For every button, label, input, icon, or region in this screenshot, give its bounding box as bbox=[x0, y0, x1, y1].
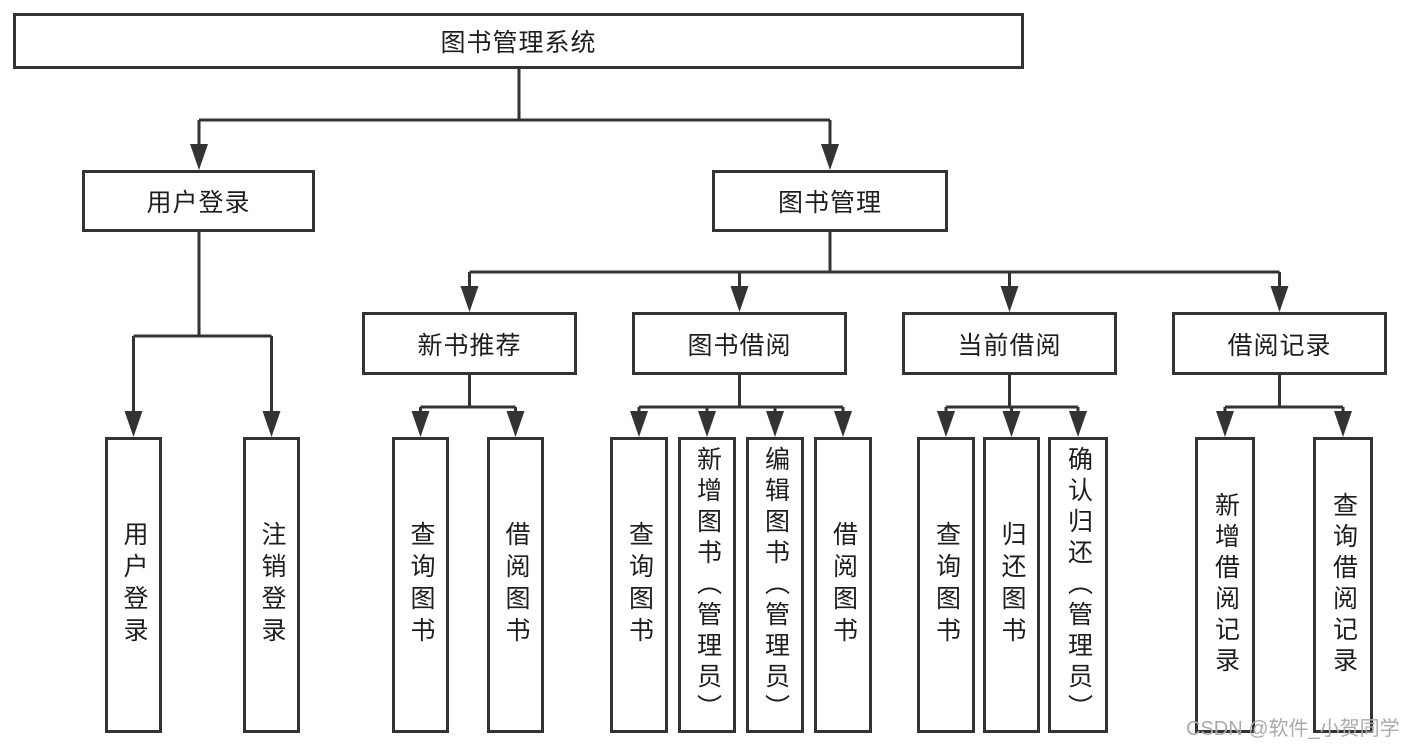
node-library-system-label: 图书管理系统 bbox=[440, 29, 597, 57]
leaf-confirm-return-admin: 确认归还（管理员） bbox=[1048, 437, 1108, 733]
node-user-login-label: 用户登录 bbox=[146, 189, 251, 217]
node-user-login: 用户登录 bbox=[82, 170, 315, 232]
leaf-return-books-label: 归还图书 bbox=[998, 521, 1026, 649]
leaf-query-books-current: 查询图书 bbox=[917, 437, 975, 733]
leaf-query-borrow-record-label: 查询借阅记录 bbox=[1329, 492, 1358, 678]
leaf-query-books-recommend-label: 查询图书 bbox=[407, 521, 435, 649]
node-book-management: 图书管理 bbox=[712, 170, 948, 232]
leaf-query-borrow-record: 查询借阅记录 bbox=[1313, 437, 1373, 733]
leaf-add-borrow-record: 新增借阅记录 bbox=[1195, 437, 1255, 733]
leaf-user-login-label: 用户登录 bbox=[120, 521, 148, 649]
leaf-borrow-books-recommend: 借阅图书 bbox=[487, 437, 544, 733]
leaf-logout-label: 注销登录 bbox=[258, 521, 286, 649]
leaf-query-books-borrow-label: 查询图书 bbox=[625, 521, 654, 649]
csdn-watermark: CSDN @软件_小贺同学 bbox=[1186, 718, 1400, 740]
node-book-management-label: 图书管理 bbox=[777, 189, 882, 217]
leaf-add-borrow-record-label: 新增借阅记录 bbox=[1211, 492, 1240, 678]
leaf-edit-books-admin: 编辑图书（管理员） bbox=[746, 437, 804, 733]
leaf-add-books-admin: 新增图书（管理员） bbox=[678, 437, 736, 733]
leaf-query-books-current-label: 查询图书 bbox=[932, 521, 961, 649]
leaf-user-login: 用户登录 bbox=[105, 437, 162, 733]
leaf-query-books-borrow: 查询图书 bbox=[610, 437, 668, 733]
leaf-query-books-recommend: 查询图书 bbox=[392, 437, 449, 733]
leaf-borrow-books-recommend-label: 借阅图书 bbox=[502, 521, 530, 649]
node-book-borrow: 图书借阅 bbox=[632, 312, 847, 375]
node-borrow-records: 借阅记录 bbox=[1172, 312, 1387, 375]
node-new-book-recommend: 新书推荐 bbox=[362, 312, 577, 375]
leaf-borrow-books-label: 借阅图书 bbox=[829, 521, 858, 649]
leaf-edit-books-admin-label: 编辑图书（管理员） bbox=[761, 445, 790, 725]
node-book-borrow-label: 图书借阅 bbox=[687, 331, 792, 360]
leaf-borrow-books: 借阅图书 bbox=[814, 437, 872, 733]
leaf-add-books-admin-label: 新增图书（管理员） bbox=[693, 445, 722, 725]
leaf-confirm-return-admin-label: 确认归还（管理员） bbox=[1064, 445, 1093, 725]
node-current-borrow: 当前借阅 bbox=[902, 312, 1117, 375]
node-borrow-records-label: 借阅记录 bbox=[1227, 331, 1332, 360]
node-current-borrow-label: 当前借阅 bbox=[957, 331, 1062, 360]
node-library-system: 图书管理系统 bbox=[13, 13, 1024, 69]
leaf-return-books: 归还图书 bbox=[983, 437, 1040, 733]
node-new-book-recommend-label: 新书推荐 bbox=[417, 331, 522, 360]
leaf-logout: 注销登录 bbox=[243, 437, 300, 733]
